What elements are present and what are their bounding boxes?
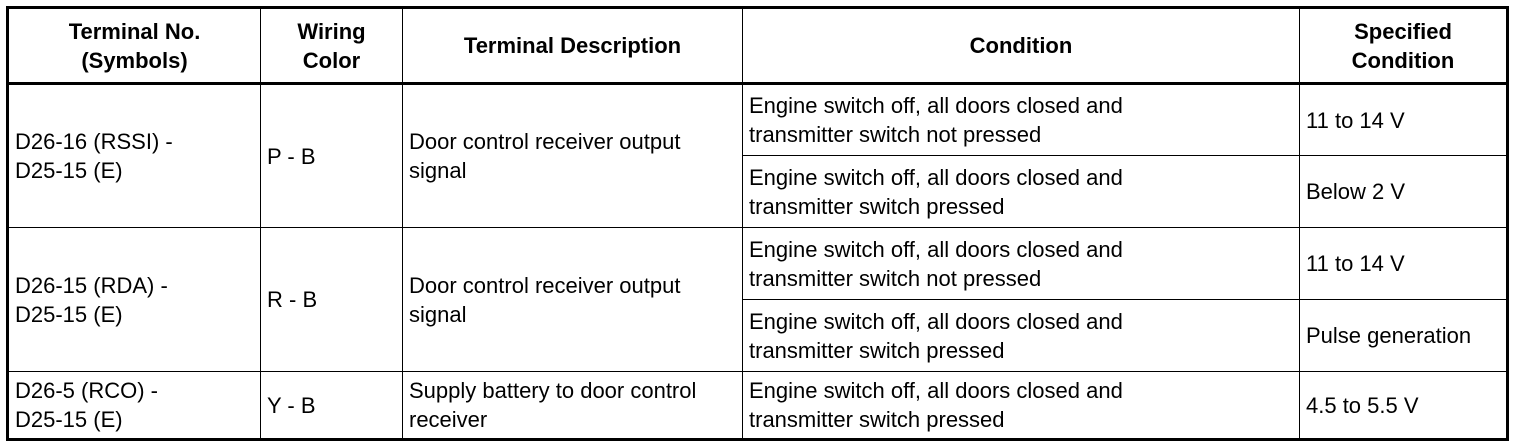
description-cell: Door control receiver output signal bbox=[402, 227, 743, 372]
wiring-color-cell: Y - B bbox=[260, 371, 403, 440]
table-row: Engine switch off, all doors closed and … bbox=[8, 299, 1508, 372]
table-row: D26-15 (RDA) - D25-15 (E) R - B Door con… bbox=[7, 227, 1508, 372]
specified-condition-cell: Pulse generation bbox=[1299, 299, 1508, 372]
header-row: Terminal No. (Symbols) Wiring Color Term… bbox=[7, 7, 1508, 85]
header-condition: Condition bbox=[742, 7, 1300, 85]
header-terminal-no: Terminal No. (Symbols) bbox=[7, 7, 261, 85]
condition-cell: Engine switch off, all doors closed and … bbox=[742, 83, 1300, 156]
specified-condition-cell: 11 to 14 V bbox=[1299, 227, 1508, 300]
condition-cell: Engine switch off, all doors closed and … bbox=[742, 227, 1300, 300]
condition-cell: Engine switch off, all doors closed and … bbox=[742, 299, 1300, 372]
header-terminal-description: Terminal Description bbox=[402, 7, 743, 85]
header-specified-condition: Specified Condition bbox=[1299, 7, 1508, 85]
specified-condition-cell: Below 2 V bbox=[1299, 155, 1508, 228]
condition-cell: Engine switch off, all doors closed and … bbox=[742, 155, 1300, 228]
terminal-cell: D26-16 (RSSI) - D25-15 (E) bbox=[7, 83, 261, 228]
spec-table-container: Terminal No. (Symbols) Wiring Color Term… bbox=[6, 6, 1509, 441]
wiring-color-cell: R - B bbox=[260, 227, 403, 372]
specified-condition-cell: 4.5 to 5.5 V bbox=[1299, 371, 1508, 440]
header-wiring-color: Wiring Color bbox=[260, 7, 403, 85]
table-row: D26-5 (RCO) - D25-15 (E) Y - B Supply ba… bbox=[7, 371, 1508, 440]
description-cell: Supply battery to door control receiver bbox=[402, 371, 743, 440]
terminal-cell: D26-5 (RCO) - D25-15 (E) bbox=[7, 371, 261, 440]
condition-cell: Engine switch off, all doors closed and … bbox=[742, 371, 1300, 440]
table-row: Engine switch off, all doors closed and … bbox=[8, 155, 1508, 228]
terminal-cell: D26-15 (RDA) - D25-15 (E) bbox=[7, 227, 261, 372]
terminal-spec-table: Terminal No. (Symbols) Wiring Color Term… bbox=[6, 6, 1509, 441]
specified-condition-cell: 11 to 14 V bbox=[1299, 83, 1508, 156]
description-cell: Door control receiver output signal bbox=[402, 83, 743, 228]
wiring-color-cell: P - B bbox=[260, 83, 403, 228]
table-row: D26-16 (RSSI) - D25-15 (E) P - B Door co… bbox=[7, 83, 1508, 228]
